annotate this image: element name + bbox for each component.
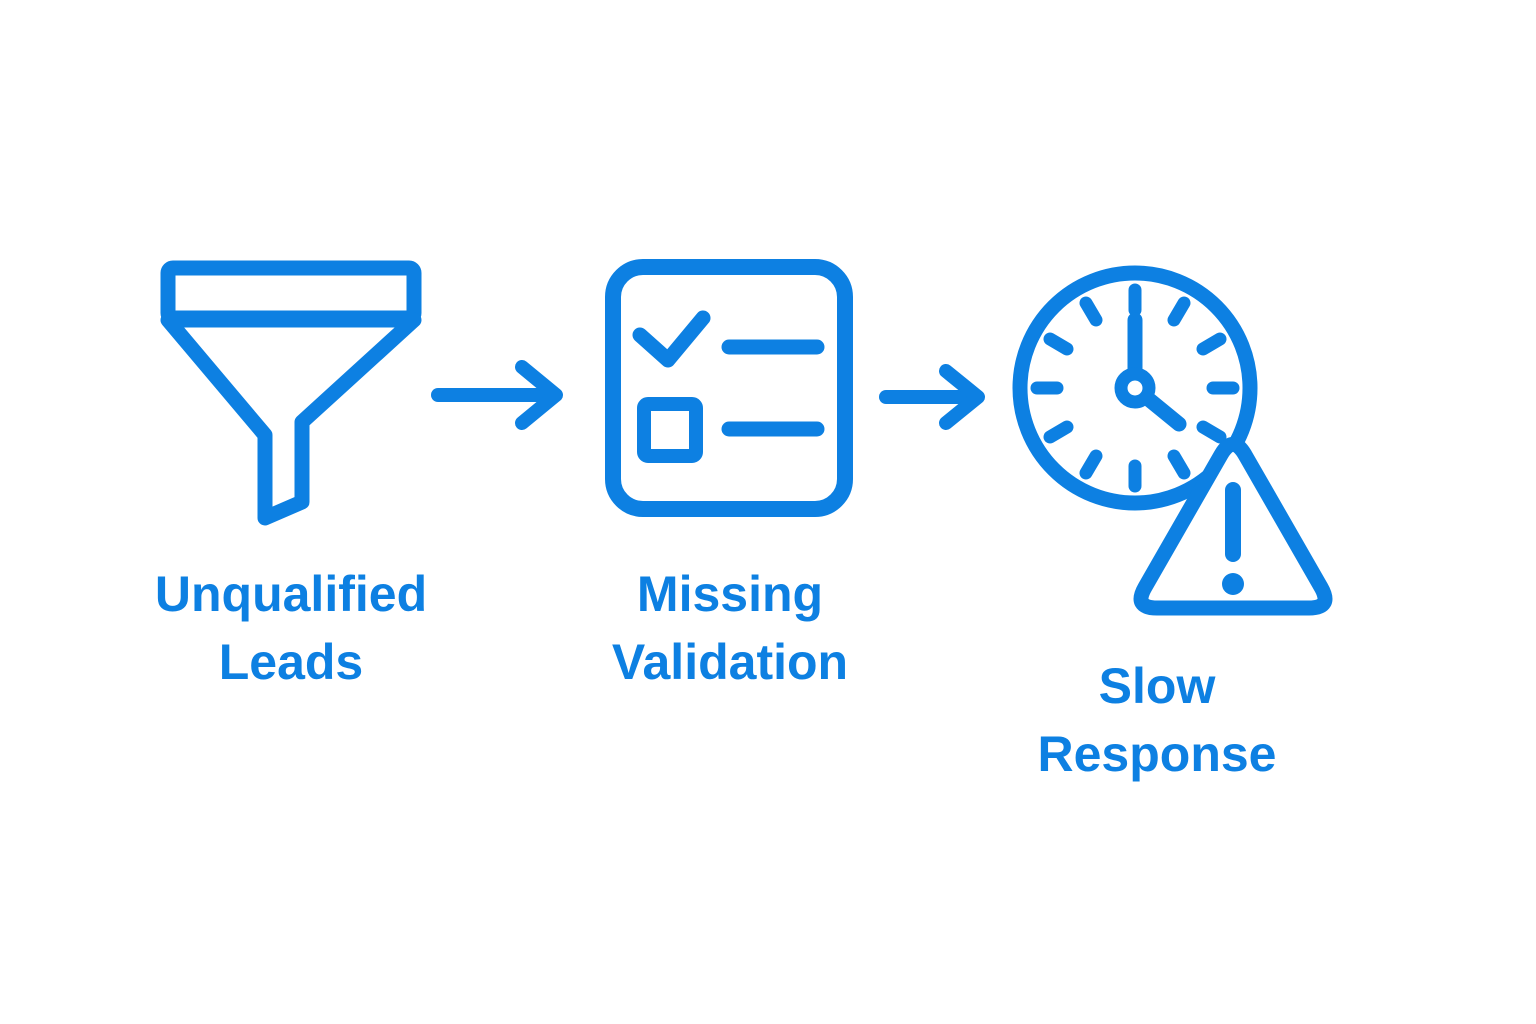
- funnel-icon: [160, 260, 422, 530]
- step-label-missing-validation: Missing Validation: [611, 566, 849, 690]
- step-label-slow-response: Slow Response: [1037, 658, 1277, 782]
- step-label-unqualified-leads: Unqualified Leads: [154, 566, 428, 690]
- arrow-right-icon: [878, 357, 988, 437]
- clock-ticks: [1030, 283, 1240, 493]
- clock-warning-icon: [1005, 258, 1365, 628]
- checklist-icon: [604, 258, 854, 518]
- arrow-right-icon: [430, 355, 570, 435]
